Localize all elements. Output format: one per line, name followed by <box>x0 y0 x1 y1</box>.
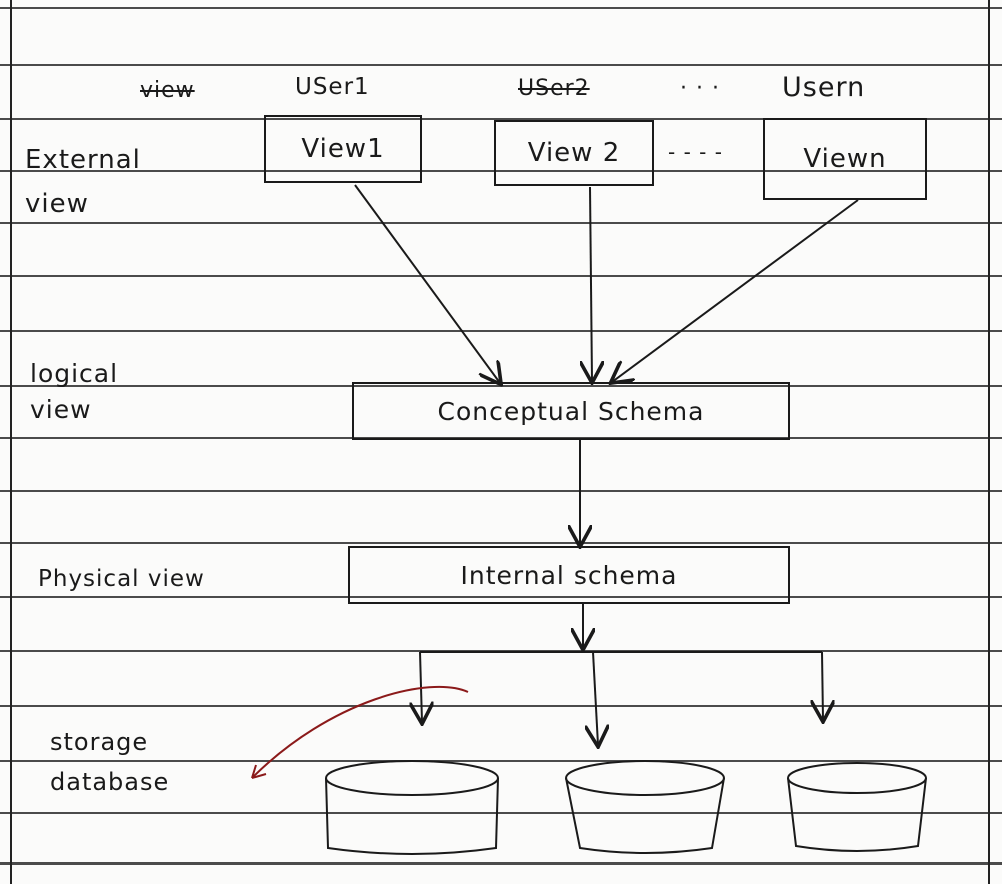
arrow-to-db3 <box>822 651 823 720</box>
view1-box: View1 <box>264 115 422 183</box>
arrow-viewn-to-conceptual <box>612 199 859 382</box>
user2-label: USer2 <box>518 76 590 101</box>
rule-line <box>0 760 1002 762</box>
dashes: - - - - <box>668 140 723 164</box>
rule-line <box>0 118 1002 120</box>
arrow-to-db2 <box>593 651 598 745</box>
logical-view-label: logical view <box>30 359 119 424</box>
rule-line <box>0 862 1002 865</box>
rule-line <box>0 812 1002 814</box>
physical-view-label: Physical view <box>38 566 205 592</box>
rule-line <box>0 705 1002 707</box>
rule-line <box>0 7 1002 9</box>
arrow-view1-to-conceptual <box>354 184 500 383</box>
rule-line <box>0 64 1002 66</box>
rule-line <box>0 596 1002 598</box>
database-cylinder-1 <box>325 760 499 855</box>
struck-view-label: view <box>140 78 195 103</box>
annotation-arrowhead <box>251 764 267 779</box>
rule-line <box>0 170 1002 172</box>
external-view-label: External view <box>25 145 141 219</box>
usern-label: Usern <box>782 72 866 103</box>
ellipsis: · · · <box>680 76 720 101</box>
annotation-curve <box>251 685 469 779</box>
rule-line <box>0 490 1002 492</box>
user1-label: USer1 <box>295 74 370 100</box>
viewn-box: Viewn <box>763 118 927 200</box>
rule-line <box>0 542 1002 544</box>
rule-line <box>0 275 1002 277</box>
view2-box: View 2 <box>494 120 654 186</box>
margin-line-right <box>988 0 990 884</box>
conceptual-schema-box: Conceptual Schema <box>352 382 790 440</box>
arrow-to-db1 <box>420 651 422 722</box>
arrow-view2-to-conceptual <box>590 186 592 381</box>
rule-line <box>0 330 1002 332</box>
storage-database-label: storage database <box>50 728 170 796</box>
database-cylinder-2 <box>565 760 725 854</box>
rule-line <box>0 222 1002 224</box>
database-cylinder-3 <box>787 762 927 852</box>
margin-line-left <box>10 0 12 884</box>
